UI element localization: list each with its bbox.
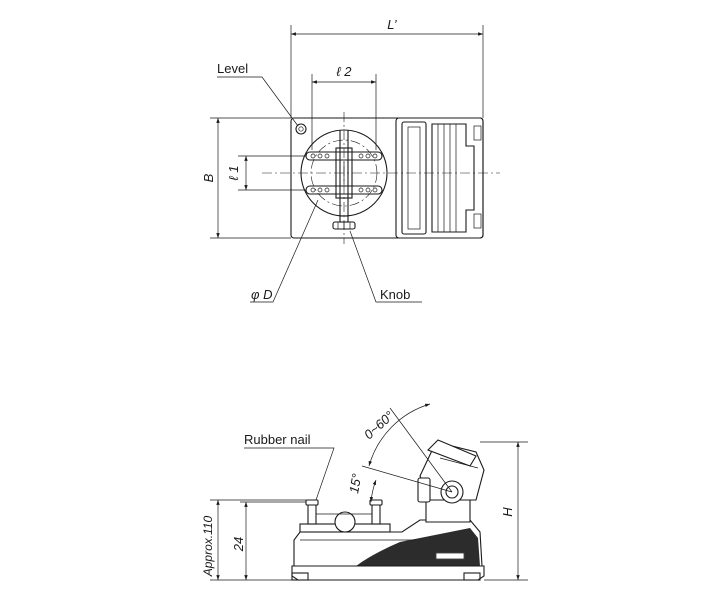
dim-B-label: B (201, 173, 216, 182)
dim-l1-label: ℓ 1 (226, 165, 241, 180)
angle-arc-15 (369, 479, 377, 503)
dim-l1 (238, 155, 306, 191)
level-leader (217, 76, 299, 127)
level-label: Level (217, 61, 248, 76)
side-view: 0~60° 15° Rubber nail 24 Approx.110 H (201, 403, 528, 581)
dim-B (210, 117, 291, 239)
knob-leader (349, 230, 422, 303)
rubber-nail-leader (244, 447, 335, 501)
phiD-leader (250, 199, 319, 303)
level-bubble (295, 123, 307, 135)
side-base (291, 519, 485, 581)
dim-L-prime (290, 25, 484, 118)
top-grip-unit (395, 117, 484, 239)
top-view: L’ ℓ 2 B ℓ 1 Level φ D Knob (201, 17, 500, 303)
dim-approx110 (210, 499, 306, 581)
angle-arc-0-60 (368, 403, 431, 467)
dim-l2 (311, 74, 377, 150)
knob-label: Knob (380, 287, 410, 302)
dim-24 (240, 501, 306, 580)
dim-H-label: H (500, 507, 515, 517)
rubber-nail-label: Rubber nail (244, 432, 311, 447)
tilt-reference-line-15 (361, 465, 453, 493)
dim-H (480, 441, 528, 581)
side-tilt-head (417, 439, 485, 523)
side-table (299, 499, 391, 533)
dim-L-prime-label: L’ (387, 17, 398, 32)
angle-range-label: 0~60° (361, 408, 397, 442)
dim-l2-label: ℓ 2 (336, 64, 352, 79)
angle-15-label: 15° (346, 473, 364, 495)
dim-24-label: 24 (231, 537, 246, 552)
phiD-label: φ D (251, 287, 272, 302)
dim-approx110-label: Approx.110 (201, 515, 215, 577)
